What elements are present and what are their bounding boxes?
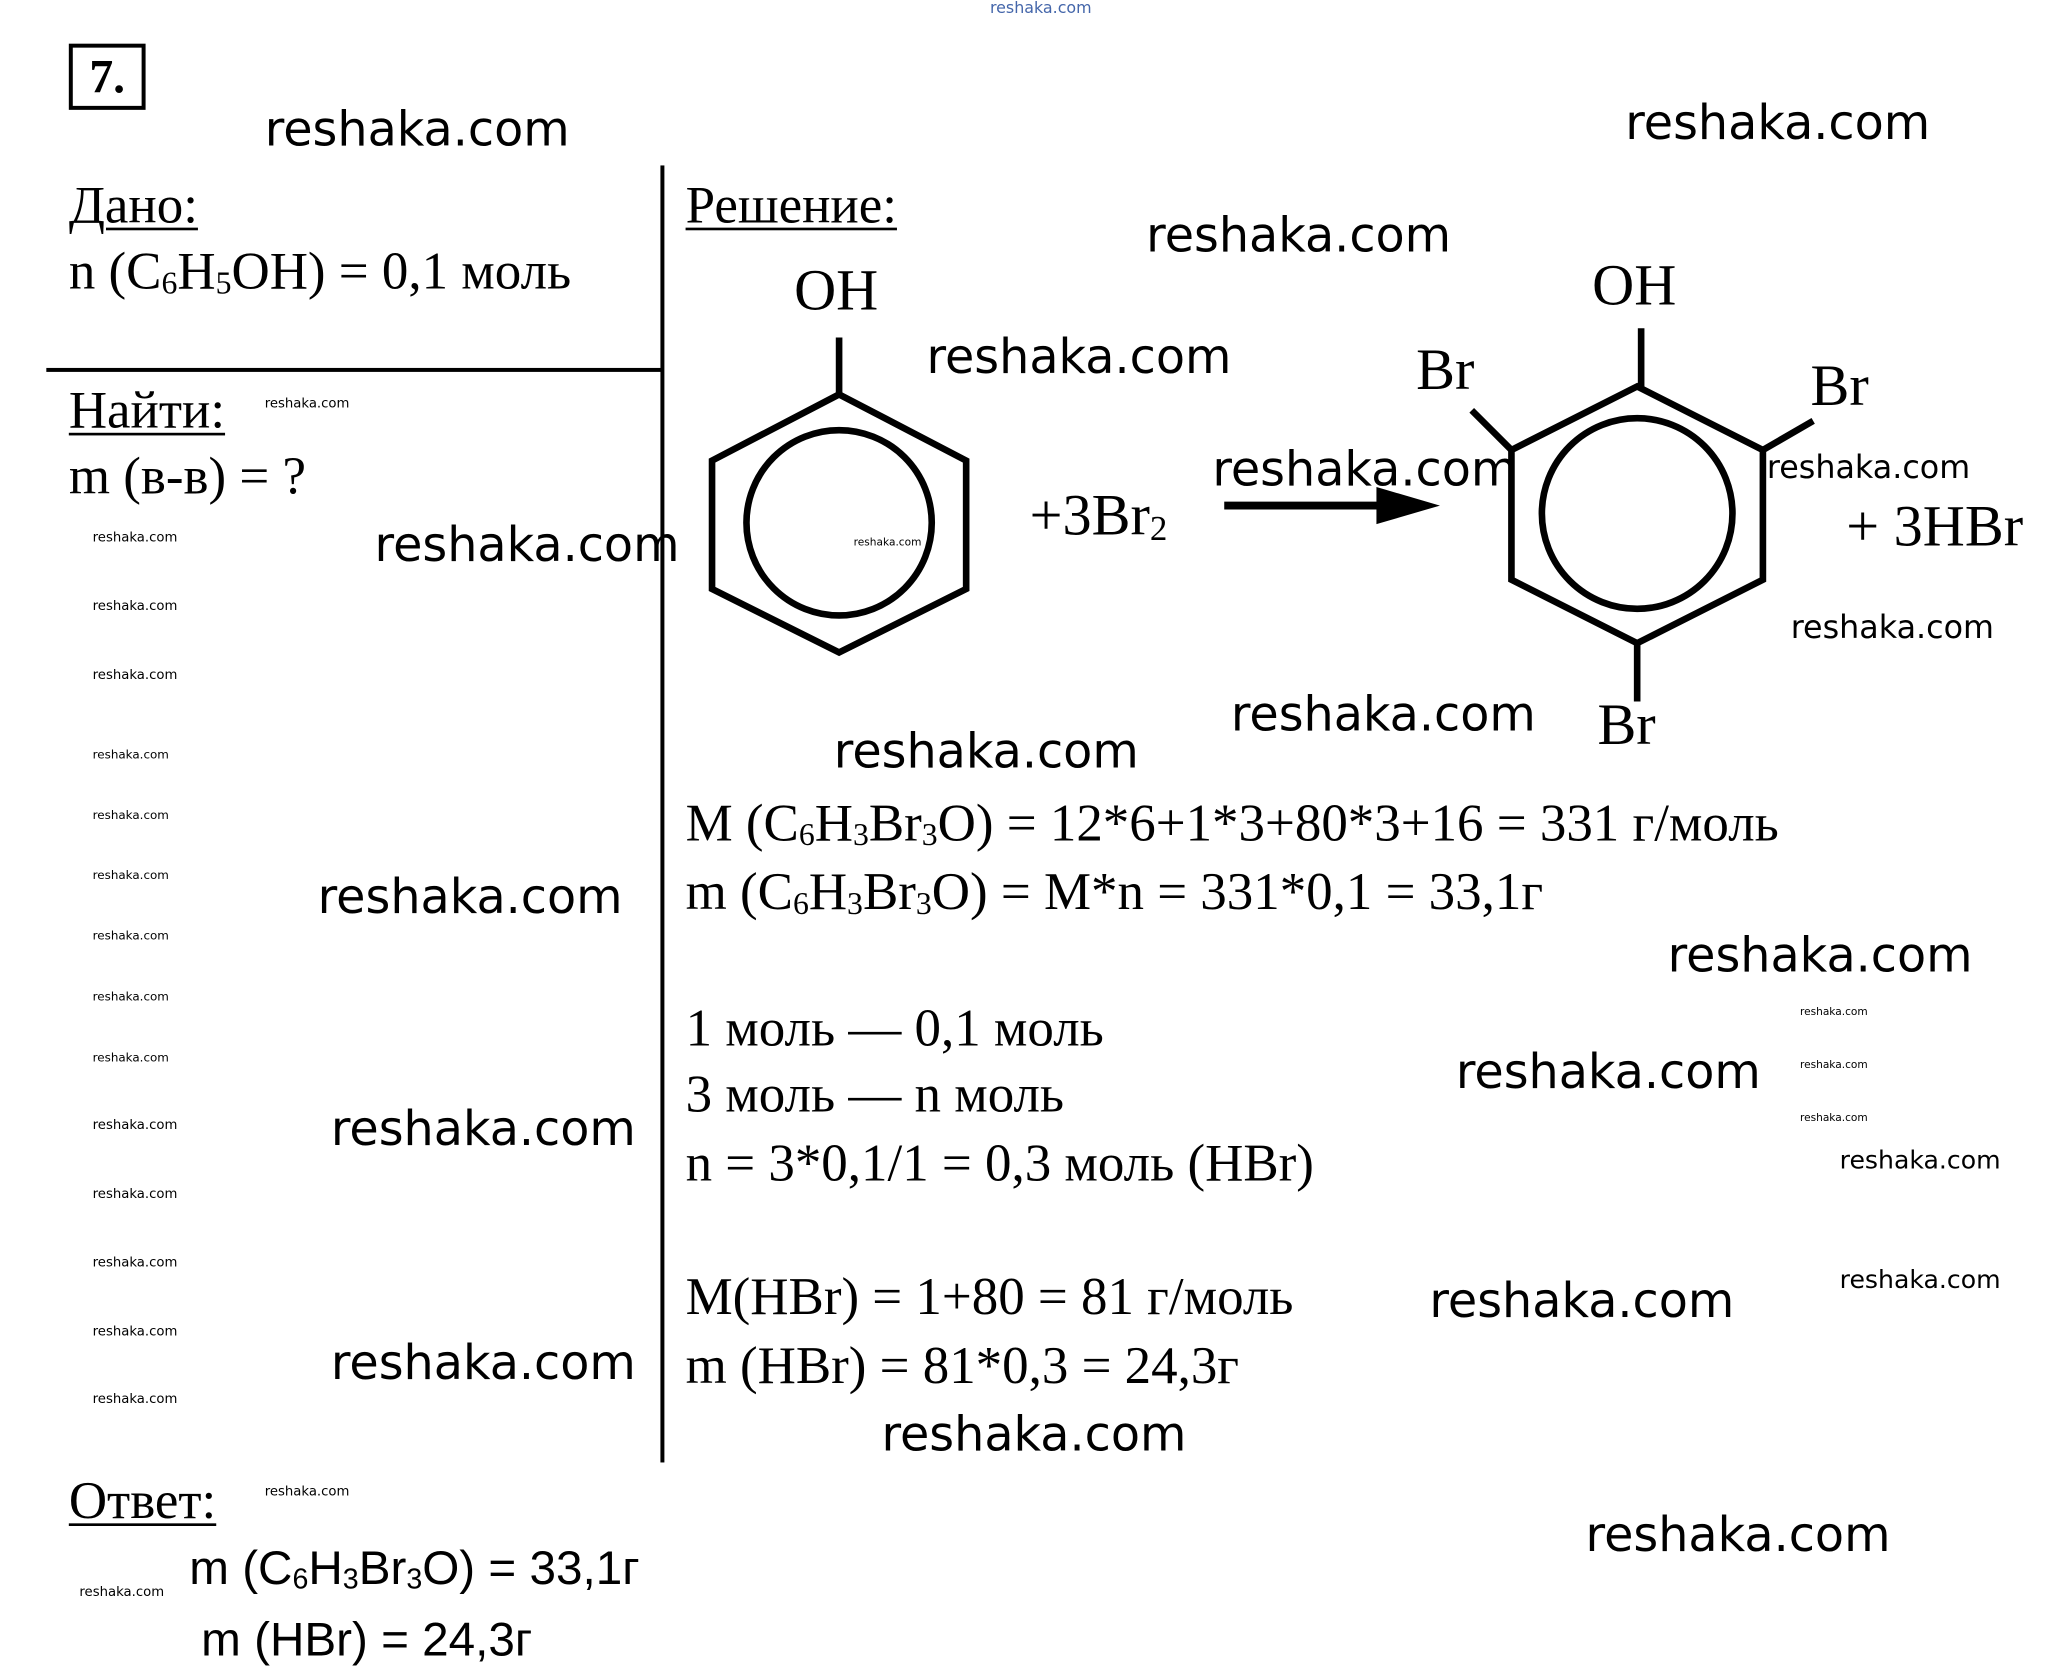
answer-line-2: m (HBr) = 24,3г [201, 1612, 533, 1667]
find-line: m (в-в) = ? [68, 446, 306, 506]
watermark-text: reshaka.com [264, 1484, 350, 1500]
watermark-text: reshaka.com [1799, 1005, 1868, 1018]
watermark-text: reshaka.com [1790, 608, 1994, 646]
find-heading: Найти: [68, 379, 226, 440]
watermark-text: reshaka.com [92, 869, 169, 883]
watermark-text: reshaka.com [1799, 1111, 1868, 1124]
mass-hbr-line: m (HBr) = 81*0,3 = 24,3г [685, 1335, 1240, 1395]
mass-line: m (C6H3Br3O) = M*n = 331*0,1 = 33,1г [685, 861, 1544, 922]
arrow-icon [1224, 487, 1440, 525]
watermark-text: reshaka.com [1585, 1508, 1891, 1564]
br-label-right: Br [1810, 353, 1869, 419]
divider-vertical [660, 165, 665, 1463]
watermark-text: reshaka.com [330, 1336, 636, 1391]
task-number: 7. [68, 43, 146, 110]
proportion-line-1: 1 моль — 0,1 моль [685, 997, 1104, 1058]
watermark-text: reshaka.com [1766, 448, 1971, 486]
br-label-bottom: Br [1597, 692, 1656, 758]
watermark-text: reshaka.com [1429, 1274, 1735, 1329]
watermark-text: reshaka.com [989, 0, 1092, 18]
watermark-text: reshaka.com [1839, 1146, 2001, 1176]
molar-mass-line: M (C6H3Br3O) = 12*6+1*3+80*3+16 = 331 г/… [685, 792, 1779, 854]
watermark-text: reshaka.com [1667, 929, 1973, 984]
watermark-text: reshaka.com [92, 930, 169, 944]
solution-heading: Решение: [685, 174, 897, 235]
watermark-text: reshaka.com [92, 1187, 178, 1202]
given-line: n (C6H5OH) = 0,1 моль [68, 240, 572, 302]
product-hbr: + 3HBr [1846, 493, 2024, 559]
watermark-text: reshaka.com [92, 749, 169, 763]
watermark-text: reshaka.com [374, 518, 680, 574]
watermark-text: reshaka.com [853, 536, 922, 548]
br-label-left: Br [1416, 337, 1475, 403]
watermark-text: reshaka.com [92, 1052, 169, 1066]
n-hbr-line: n = 3*0,1/1 = 0,3 моль (HBr) [685, 1132, 1314, 1193]
watermark-text: reshaka.com [264, 103, 570, 158]
watermark-text: reshaka.com [92, 1324, 178, 1340]
watermark-text: reshaka.com [330, 1102, 636, 1157]
watermark-text: reshaka.com [79, 1585, 165, 1601]
molar-mass-hbr-line: M(HBr) = 1+80 = 81 г/моль [685, 1266, 1294, 1327]
watermark-text: reshaka.com [881, 1408, 1187, 1463]
tribromophenol-structure [1469, 328, 1815, 702]
answer-line-1: m (C6H3Br3O) = 33,1г [189, 1540, 640, 1596]
oh-label-right: OH [1592, 252, 1677, 318]
proportion-line-2: 3 моль — n моль [685, 1064, 1065, 1124]
watermark-text: reshaka.com [92, 1118, 178, 1133]
watermark-text: reshaka.com [92, 809, 169, 824]
watermark-text: reshaka.com [92, 599, 178, 615]
watermark-text: reshaka.com [1455, 1045, 1761, 1100]
watermark-text: reshaka.com [833, 725, 1139, 780]
divider-horizontal [46, 367, 664, 372]
given-heading: Дано: [68, 174, 198, 235]
watermark-text: reshaka.com [1799, 1058, 1868, 1071]
watermark-text: reshaka.com [264, 397, 350, 412]
watermark-text: reshaka.com [317, 870, 623, 926]
watermark-text: reshaka.com [1839, 1265, 2001, 1295]
watermark-text: reshaka.com [926, 330, 1232, 386]
watermark-text: reshaka.com [92, 1256, 178, 1271]
watermark-text: reshaka.com [92, 1392, 178, 1407]
oh-label-left: OH [794, 258, 879, 323]
phenol-structure [708, 337, 970, 657]
reagent-bromine: +3Br2 [1029, 483, 1168, 548]
watermark-text: reshaka.com [1625, 96, 1931, 151]
watermark-text: reshaka.com [1212, 443, 1518, 498]
watermark-text: reshaka.com [1146, 209, 1452, 264]
watermark-text: reshaka.com [92, 668, 178, 683]
answer-heading: Ответ: [68, 1470, 217, 1530]
watermark-text: reshaka.com [92, 530, 178, 546]
watermark-text: reshaka.com [92, 991, 169, 1005]
watermark-text: reshaka.com [1230, 688, 1536, 743]
